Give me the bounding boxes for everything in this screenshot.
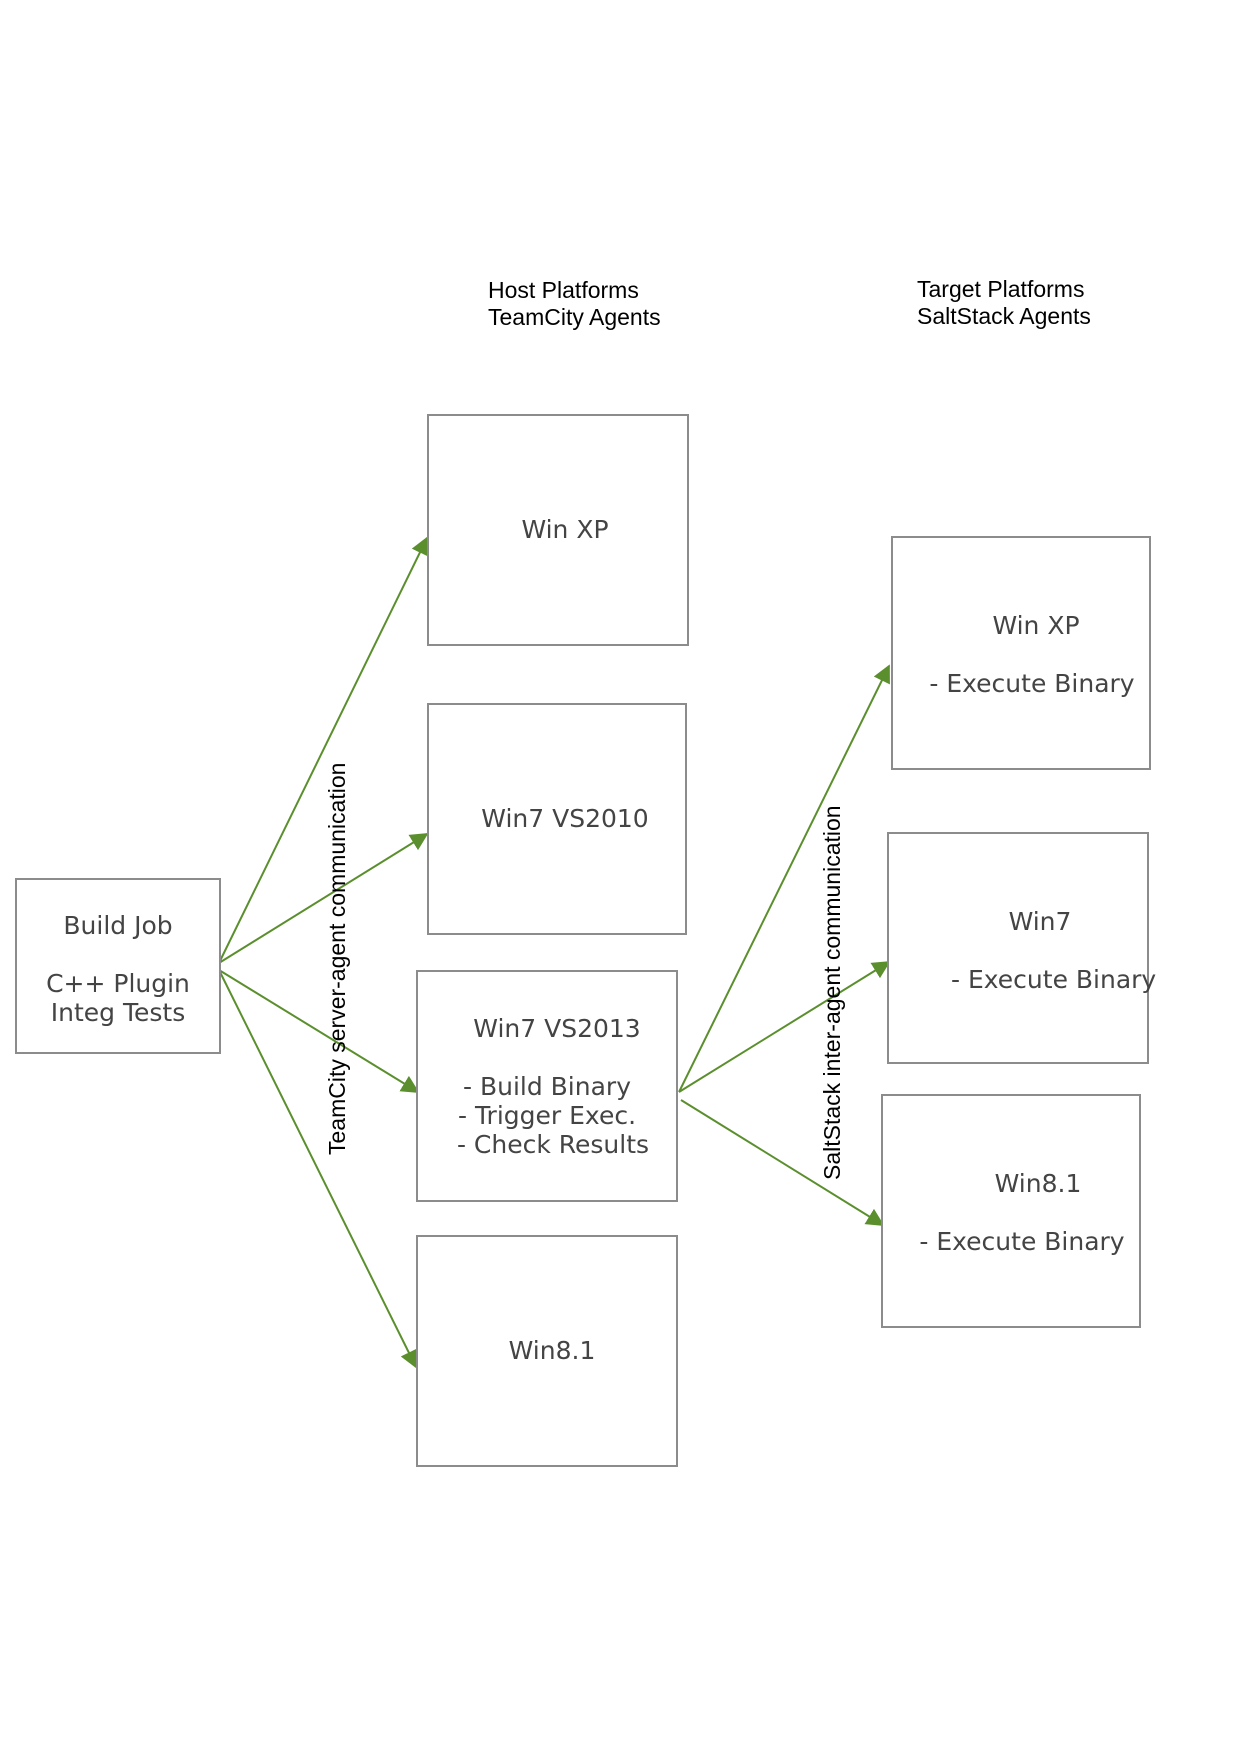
host-win81-label: Win8.1 — [508, 1336, 596, 1365]
arrow-build-to-host-winxp — [218, 536, 428, 964]
target-winxp-step: - Execute Binary — [929, 669, 1135, 698]
arrow-vs2013-to-target-win81 — [680, 1099, 885, 1226]
target-header-line2: SaltStack Agents — [917, 303, 1091, 329]
target-win7-title: Win7 — [1008, 907, 1072, 936]
host-win7-vs2013-box: Win7 VS2013 - Build Binary - Trigger Exe… — [416, 970, 678, 1202]
target-win7-box: Win7 - Execute Binary — [887, 832, 1157, 1064]
host-win7-vs2013-step-check: - Check Results — [456, 1130, 650, 1159]
build-job-title: Build Job — [63, 911, 173, 940]
arrow-vs2013-to-target-winxp — [678, 664, 890, 1093]
host-platforms-header: Host Platforms TeamCity Agents — [488, 277, 661, 331]
arrow-build-to-host-win7-vs2013 — [218, 969, 420, 1093]
teamcity-communication-label: TeamCity server-agent communication — [324, 762, 350, 1155]
host-winxp-box: Win XP — [427, 414, 689, 646]
arrow-vs2013-to-target-win7 — [678, 961, 891, 1093]
arrow-build-to-host-win7-vs2010 — [218, 833, 429, 964]
host-win7-vs2010-box: Win7 VS2010 — [427, 703, 687, 935]
target-winxp-title: Win XP — [992, 611, 1080, 640]
target-header-line1: Target Platforms — [917, 276, 1085, 302]
host-header-line1: Host Platforms — [488, 277, 639, 303]
target-winxp-box: Win XP - Execute Binary — [891, 536, 1151, 770]
arrow-build-to-host-win81 — [218, 969, 417, 1369]
saltstack-communication-label: SaltStack inter-agent communication — [819, 805, 845, 1180]
host-win7-vs2013-step-trigger: - Trigger Exec. — [457, 1101, 637, 1130]
build-job-box: Build Job C++ Plugin Integ Tests — [15, 878, 221, 1054]
host-win7-vs2010-label: Win7 VS2010 — [481, 804, 649, 833]
host-header-line2: TeamCity Agents — [488, 304, 661, 330]
target-platforms-header: Target Platforms SaltStack Agents — [917, 276, 1091, 330]
build-job-line3: Integ Tests — [50, 998, 186, 1027]
host-win81-box: Win8.1 — [416, 1235, 678, 1467]
target-win81-step: - Execute Binary — [919, 1227, 1125, 1256]
target-win81-box: Win8.1 - Execute Binary — [881, 1094, 1141, 1328]
host-win7-vs2013-step-build: - Build Binary — [462, 1072, 631, 1101]
target-win81-title: Win8.1 — [994, 1169, 1082, 1198]
host-winxp-label: Win XP — [521, 515, 609, 544]
target-win7-step: - Execute Binary — [951, 965, 1157, 994]
host-win7-vs2013-title: Win7 VS2013 — [473, 1014, 641, 1043]
build-job-line2: C++ Plugin — [46, 969, 190, 998]
